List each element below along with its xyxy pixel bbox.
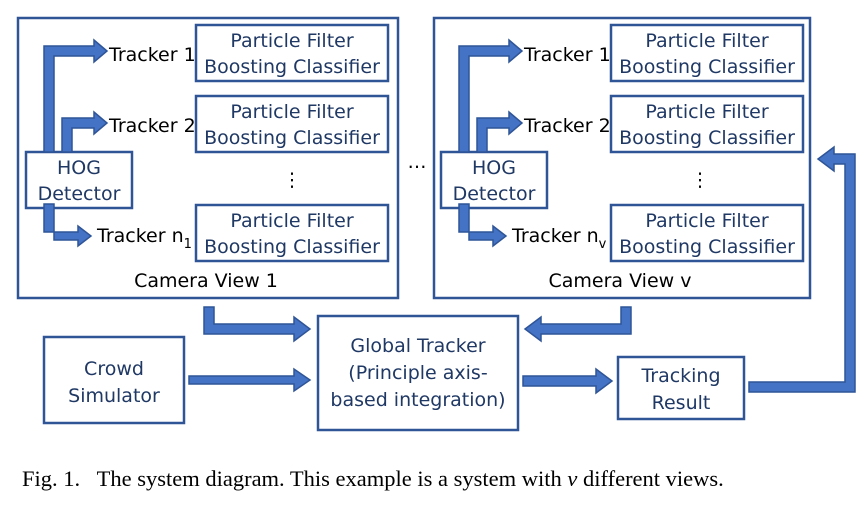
crowd-simulator-box <box>42 335 186 425</box>
global-tracker-label-a: Global Tracker <box>350 335 485 357</box>
arrow-crowd-to-global <box>188 367 312 393</box>
filter-box-1-view1 <box>194 23 390 83</box>
arrow-view1-to-global <box>203 306 312 343</box>
filter-label-a: Particle Filter <box>645 101 768 123</box>
global-tracker-label-c: based integration) <box>330 389 505 411</box>
arrow-tracker1-view1 <box>43 38 109 153</box>
filter-box-n-viewv <box>609 203 805 263</box>
vertical-dots-viewv: ⋮ <box>691 169 710 191</box>
tracking-result-box <box>616 355 746 421</box>
camera-view-1: HOG Detector Tracker 1 Tracker 2 Tracker… <box>16 16 400 300</box>
tracking-result-label-b: Result <box>652 392 711 414</box>
caption-variable: v <box>567 466 578 491</box>
arrow-trackern-viewv <box>458 203 508 248</box>
filter-label-a: Particle Filter <box>230 30 353 52</box>
filter-box-n-view1 <box>194 203 390 263</box>
arrow-trackern-view1 <box>43 203 93 248</box>
crowd-simulator-label-b: Simulator <box>68 385 160 407</box>
tracker-n-label-viewv: Tracker nv <box>511 225 607 252</box>
filter-label-b: Boosting Classifier <box>204 236 380 258</box>
filter-box-2-view1 <box>194 94 390 154</box>
tracker-n-label-view1: Tracker n1 <box>96 225 192 252</box>
filter-label-b: Boosting Classifier <box>619 236 795 258</box>
arrow-viewv-to-global <box>523 306 632 343</box>
figure-caption: Fig. 1. The system diagram. This example… <box>22 466 852 492</box>
filter-box-1-viewv <box>609 23 805 83</box>
hog-detector-box-v <box>439 150 549 210</box>
tracking-result-label-a: Tracking <box>640 365 720 387</box>
tracker-2-label-view1: Tracker 2 <box>108 115 196 137</box>
global-tracker-label-b: (Principle axis- <box>348 362 487 384</box>
arrow-tracker2-view1 <box>61 110 109 153</box>
camera-view-v-title: Camera View v <box>549 270 692 292</box>
arrow-tracker2-viewv <box>476 110 524 153</box>
tracker-2-label-viewv: Tracker 2 <box>523 115 611 137</box>
arrow-result-feedback <box>748 145 856 393</box>
filter-box-2-viewv <box>609 94 805 154</box>
arrow-global-to-result <box>522 367 614 395</box>
tracker-1-label-view1: Tracker 1 <box>108 44 196 66</box>
camera-view-v: HOG Detector Tracker 1 Tracker 2 Tracker… <box>432 16 812 300</box>
hog-detector-label-va: HOG <box>472 157 516 179</box>
caption-text: The system diagram. This example is a sy… <box>96 466 562 491</box>
crowd-simulator-label-a: Crowd <box>84 358 144 380</box>
filter-label-a: Particle Filter <box>645 30 768 52</box>
global-tracker-box <box>316 314 520 432</box>
filter-label-a: Particle Filter <box>230 101 353 123</box>
hog-detector-label-1a: HOG <box>57 157 101 179</box>
filter-label-b: Boosting Classifier <box>619 127 795 149</box>
caption-fig-number: Fig. 1. <box>22 466 81 491</box>
filter-label-b: Boosting Classifier <box>204 127 380 149</box>
filter-label-a: Particle Filter <box>645 210 768 232</box>
camera-view-1-title: Camera View 1 <box>134 270 278 292</box>
arrow-tracker1-viewv <box>458 38 524 153</box>
filter-label-b: Boosting Classifier <box>204 56 380 78</box>
caption-tail: different views. <box>583 466 724 491</box>
filter-label-a: Particle Filter <box>230 210 353 232</box>
tracker-1-label-viewv: Tracker 1 <box>523 44 611 66</box>
vertical-dots-view1: ⋮ <box>283 169 302 191</box>
filter-label-b: Boosting Classifier <box>619 56 795 78</box>
hog-detector-label-vb: Detector <box>453 183 536 205</box>
horizontal-dots: … <box>408 151 427 173</box>
hog-detector-box-1 <box>24 150 134 210</box>
hog-detector-label-1b: Detector <box>38 183 121 205</box>
